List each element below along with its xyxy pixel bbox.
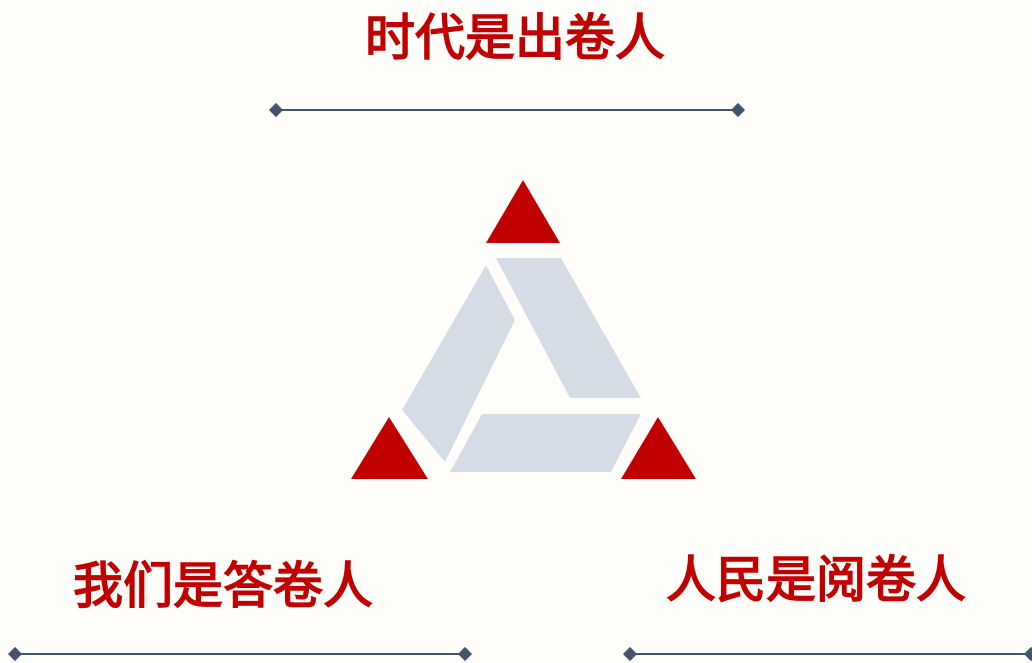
diamond-marker-icon — [457, 646, 473, 662]
diamond-marker-icon — [268, 102, 284, 118]
bottom-right-connector-line — [622, 646, 1032, 662]
triangle-corner-left — [351, 417, 428, 479]
diamond-marker-icon — [1023, 646, 1032, 662]
bottom-left-label: 我们是答卷人 — [73, 557, 373, 615]
bottom-left-connector-line — [7, 646, 473, 662]
connector-line — [16, 653, 464, 655]
triangle-corner-right — [621, 417, 696, 479]
diamond-marker-icon — [7, 646, 23, 662]
connector-line — [277, 109, 737, 111]
top-label: 时代是出卷人 — [365, 9, 665, 67]
diamond-marker-icon — [730, 102, 746, 118]
top-connector-line — [268, 102, 746, 118]
triangle-diagram — [351, 180, 696, 479]
bottom-right-label: 人民是阅卷人 — [666, 551, 966, 609]
triangle-segment-bottom — [450, 414, 641, 472]
triangle-segment-right — [496, 258, 641, 398]
diamond-marker-icon — [622, 646, 638, 662]
triangle-corner-top — [486, 180, 560, 243]
connector-line — [631, 653, 1026, 655]
triangle-segment-left — [402, 265, 515, 462]
